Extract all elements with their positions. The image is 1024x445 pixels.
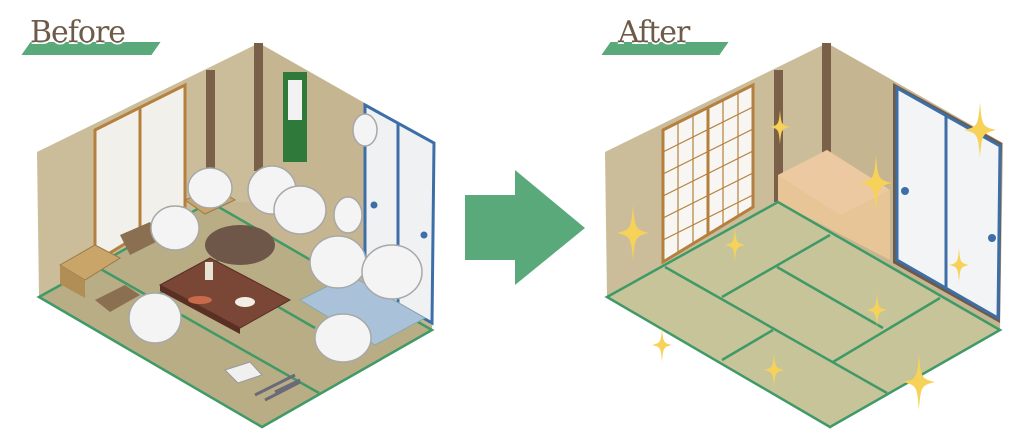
garbage-bags: [128, 113, 423, 363]
after-label-text: After: [618, 15, 690, 50]
shoji-screen: [661, 82, 755, 265]
before-label-text: Before: [30, 15, 126, 50]
fusuma-doors: [893, 83, 1002, 323]
low-table: [158, 257, 292, 329]
after-room: [604, 43, 1003, 429]
before-room: [36, 43, 436, 429]
arrow-right-icon: [465, 170, 585, 285]
tatami-mats: [604, 200, 1003, 429]
